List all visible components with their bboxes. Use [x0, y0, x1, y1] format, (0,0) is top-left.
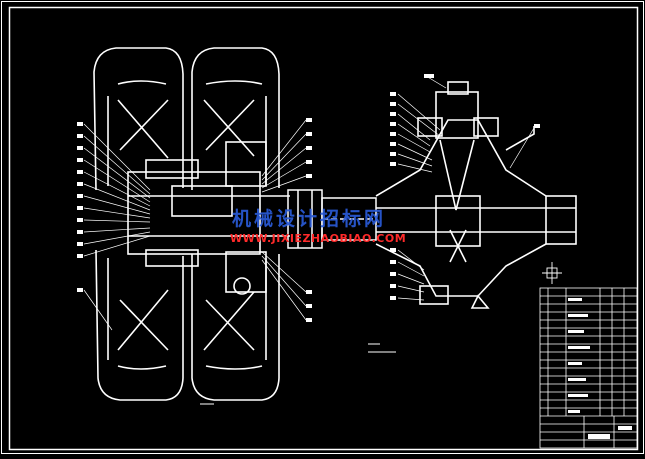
title-block-grid — [540, 416, 637, 448]
parts-list-rows — [540, 295, 637, 417]
breather-pipe — [505, 126, 535, 151]
leader-lines-left — [83, 123, 151, 257]
leaders-left — [83, 119, 307, 331]
inner-border — [8, 6, 639, 451]
section-mark — [542, 262, 562, 284]
spokes-bottom — [117, 289, 255, 351]
tyre-inner-top — [191, 47, 280, 190]
hub-body — [127, 171, 261, 255]
pinion-gear — [439, 139, 475, 211]
hub-bottom-boss — [145, 249, 199, 267]
housing-upper — [375, 119, 547, 197]
input-pinion-housing — [435, 91, 479, 139]
brake-caliper-bottom — [225, 251, 267, 293]
leader-line-left-bottom — [83, 289, 113, 331]
half-shaft-lines — [376, 207, 576, 233]
bead-lines — [117, 80, 263, 370]
leader-lines-right-top — [397, 93, 441, 173]
drain-marker — [470, 294, 490, 309]
drain-plug — [233, 277, 251, 295]
leader-lines-hub-right-bottom — [261, 251, 307, 321]
flange-bolts — [297, 190, 313, 248]
parts-list-columns — [547, 288, 625, 416]
housing-lower — [375, 243, 547, 297]
spokes-top — [117, 99, 255, 159]
note-lines — [368, 343, 396, 353]
drive-shaft — [287, 189, 377, 249]
leaders-right — [397, 75, 535, 301]
input-flange — [447, 81, 469, 95]
tyre-inner-bottom — [191, 254, 280, 401]
leader-lines-hub-right-top — [261, 119, 307, 193]
wheel-hub-assembly — [93, 47, 290, 401]
callout-markers-left — [77, 118, 312, 322]
bearing-left — [417, 117, 443, 137]
planet-gears — [449, 229, 467, 263]
axle-housing-right — [545, 195, 577, 245]
tyre-outer-top — [93, 47, 184, 191]
rim-lines — [107, 96, 267, 360]
title-block — [539, 287, 638, 449]
bolt-lower-left — [419, 285, 449, 305]
tyre-outer-bottom — [95, 249, 184, 401]
leader-line-breather — [509, 127, 535, 169]
brake-caliper-top — [225, 141, 267, 187]
parts-list-text-marks — [568, 298, 632, 439]
hub-bearing — [171, 185, 233, 217]
bearing-right — [473, 117, 499, 137]
dimension-notes — [200, 343, 396, 405]
coupling-flange — [287, 189, 323, 249]
hub-top-boss — [145, 159, 199, 179]
section-cross — [542, 262, 562, 284]
axle-shaft-lines — [128, 195, 290, 237]
differential-assembly — [375, 81, 577, 309]
leader-lines-right-bottom — [397, 249, 425, 301]
callout-markers-right — [390, 74, 540, 300]
